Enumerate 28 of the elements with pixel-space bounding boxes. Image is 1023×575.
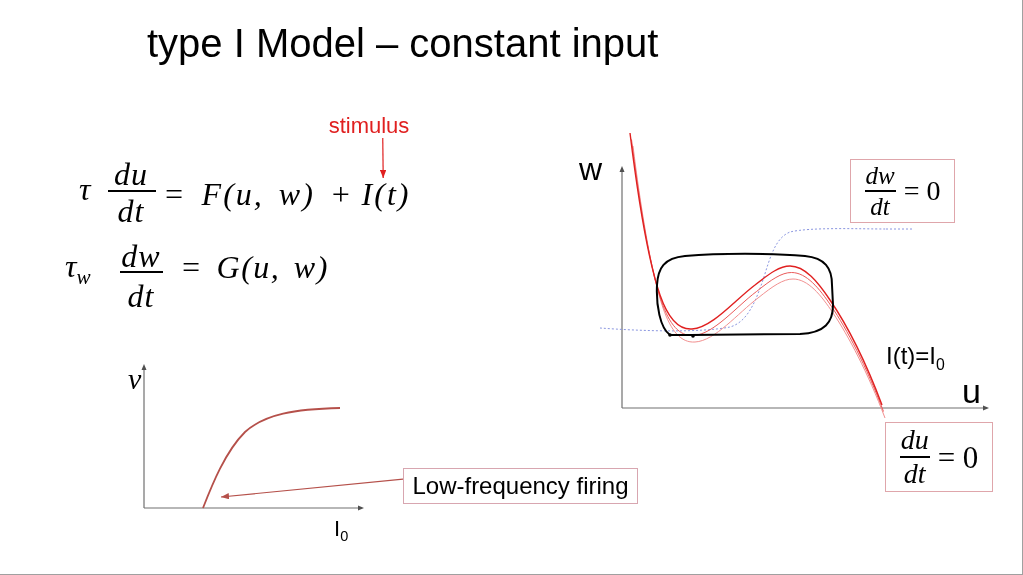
fraction-numerator: du <box>899 426 930 455</box>
fraction-denominator: dt <box>902 459 927 488</box>
equation-box <box>885 422 993 492</box>
axis-label: ν <box>128 364 142 394</box>
fraction-denominator: dt <box>117 195 145 227</box>
leader-arrow <box>220 478 404 500</box>
input-label: I(t)=I$_{0}$ <box>886 344 945 368</box>
callout-box <box>403 468 638 504</box>
equation-term: = F(u, w) + <box>163 178 354 210</box>
callout-text: Low-frequency firing <box>412 472 629 500</box>
fraction-numerator: du <box>114 158 148 190</box>
axis-label: u <box>962 374 981 408</box>
equation-term: = 0 <box>937 441 979 473</box>
annotation-text: stimulus <box>326 113 412 138</box>
fraction-denominator: dt <box>869 193 891 219</box>
equation-term: I(t) <box>358 178 414 210</box>
equation-symbol: τ <box>79 173 91 205</box>
equation-box <box>850 159 955 223</box>
equation-symbol: τ$_{w}$ <box>65 250 91 282</box>
equation-term: = 0 <box>903 177 941 205</box>
fraction-denominator: dt <box>127 280 155 312</box>
fraction-numerator: dw <box>121 240 161 272</box>
leader-arrow <box>379 137 387 179</box>
fraction-numerator: dw <box>864 163 896 189</box>
axis-label: I$_{0}$ <box>334 518 349 540</box>
slide-title: type I Model – constant input <box>147 23 659 63</box>
axis-label: w <box>579 153 603 185</box>
equation-term: = G(u, w) <box>180 251 329 283</box>
